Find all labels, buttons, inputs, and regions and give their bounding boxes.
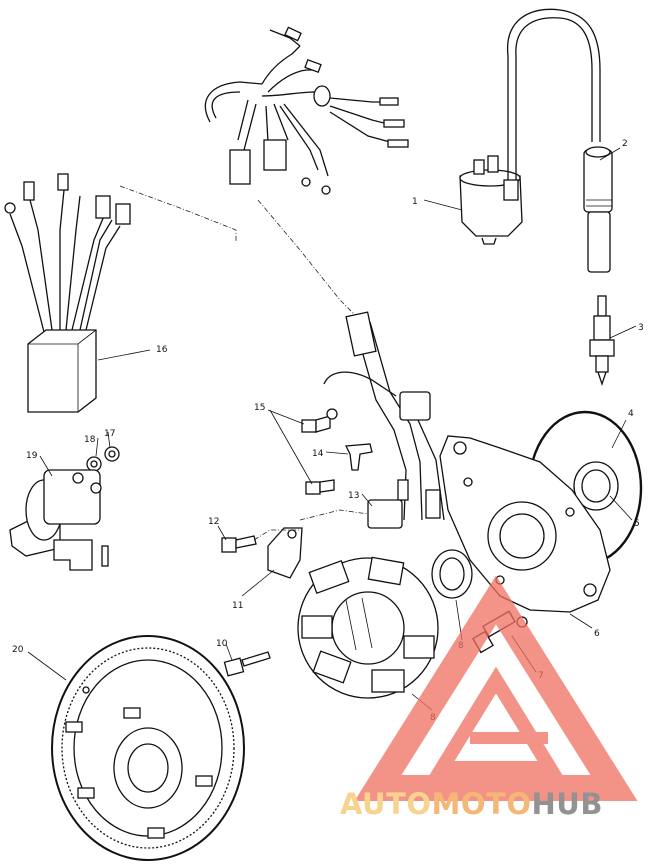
stator-screw <box>223 651 271 677</box>
flywheel <box>51 635 245 861</box>
ignition-coil <box>459 155 523 245</box>
watermark-logo-icon <box>354 575 638 801</box>
callout-1: 1 <box>412 197 418 207</box>
callout-11: 11 <box>232 601 243 611</box>
callout-2: 2 <box>622 139 628 149</box>
callout-14: 14 <box>312 449 324 459</box>
stator-wiring <box>323 311 445 521</box>
svg-text:AUTOMOTOHUB: AUTOMOTOHUB <box>340 787 603 821</box>
callout-19: 19 <box>26 451 38 461</box>
pickup-sensor <box>299 499 403 529</box>
cdi-box <box>4 173 237 413</box>
callout-6: 6 <box>594 629 600 639</box>
nuts <box>86 446 120 472</box>
bracket <box>267 527 303 579</box>
watermark-part-hub: HUB <box>532 787 603 821</box>
clip-screws <box>301 408 338 495</box>
callout-20: 20 <box>12 645 24 655</box>
oil-seal <box>573 461 619 511</box>
watermark-part-auto: AUTO <box>340 787 432 821</box>
callout-4: 4 <box>628 409 634 419</box>
callout-15: 15 <box>254 403 265 413</box>
crank-seal <box>431 549 473 599</box>
callout-16: 16 <box>156 345 168 355</box>
spark-plug-lead <box>507 8 613 273</box>
callout-10: 10 <box>216 639 228 649</box>
wire-harness <box>204 26 409 321</box>
wire-clip <box>344 443 373 471</box>
callout-13: 13 <box>348 491 359 501</box>
spark-plug <box>589 295 615 387</box>
stator <box>297 556 439 699</box>
watermark: AUTOMOTOHUB <box>340 575 638 821</box>
callout-12: 12 <box>208 517 219 527</box>
leader-lines <box>27 147 637 711</box>
stator-plate <box>439 435 611 613</box>
callout-3: 3 <box>638 323 644 333</box>
bracket-screw <box>221 529 300 553</box>
starter-solenoid <box>9 469 109 571</box>
callout-18: 18 <box>84 435 96 445</box>
callout-5: 5 <box>634 519 640 529</box>
callout-17: 17 <box>104 429 115 439</box>
watermark-part-moto: MOTO <box>432 787 532 821</box>
